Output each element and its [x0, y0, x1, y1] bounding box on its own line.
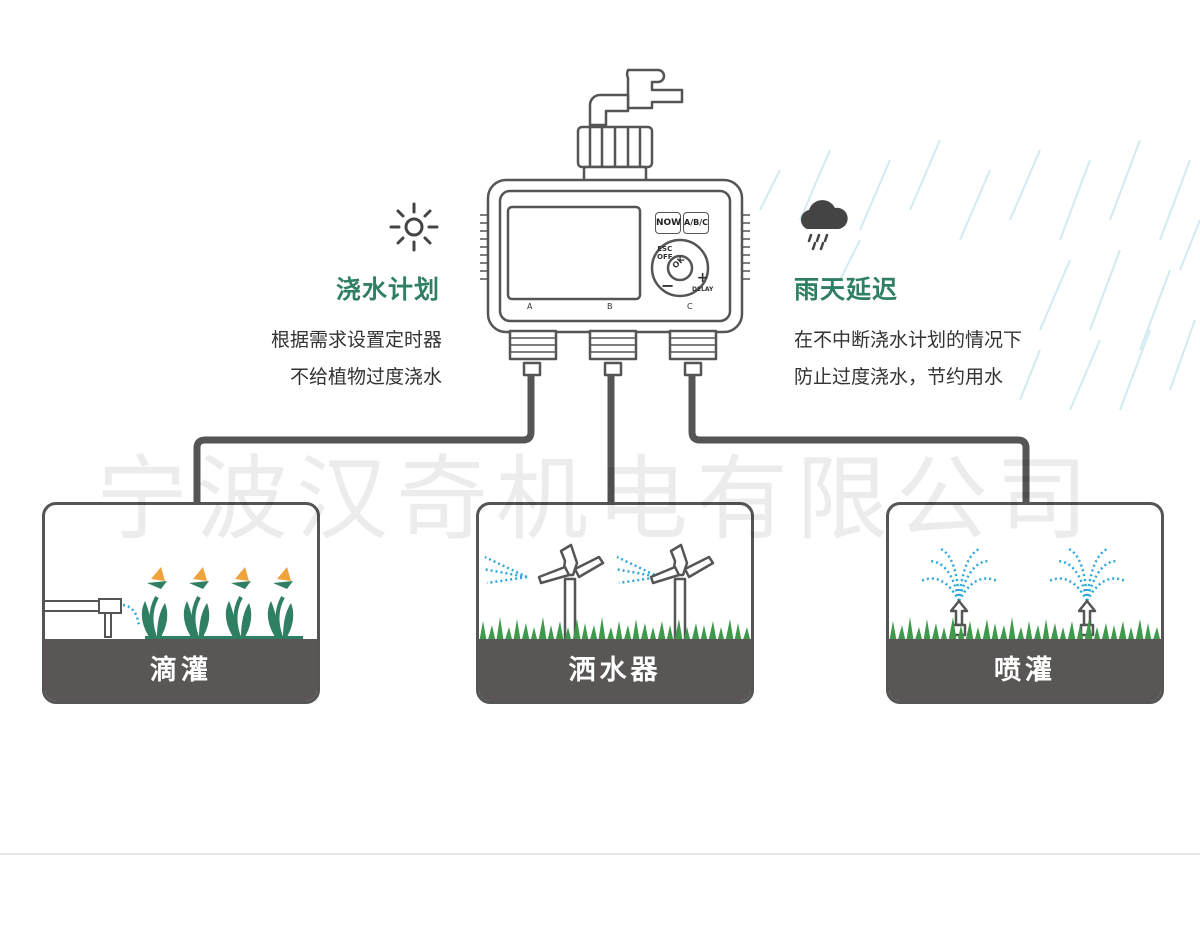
port-c-label: C — [687, 302, 693, 311]
bottom-divider — [0, 853, 1200, 855]
port-a-label: A — [527, 302, 533, 311]
plus-delay-button[interactable]: + DELAY — [692, 270, 714, 296]
panel-label: 滴灌 — [150, 655, 212, 686]
sprinkler-panel: 洒水器 — [476, 502, 754, 704]
right-feature-line: 在不中断浇水计划的情况下 — [794, 329, 1023, 351]
left-feature-line: 不给植物过度浇水 — [289, 366, 442, 388]
drip-illustration — [45, 567, 303, 639]
panel-label: 喷灌 — [994, 655, 1056, 686]
left-feature-title: 浇水计划 — [335, 275, 440, 304]
rain-cloud-icon — [800, 200, 848, 251]
right-feature-description: 在不中断浇水计划的情况下 防止过度浇水，节约用水 — [794, 322, 1094, 396]
flower-row — [141, 567, 303, 639]
ground-bar — [479, 639, 751, 701]
company-watermark: 宁波汉奇机电有限公司 — [96, 446, 1097, 553]
ground-bar — [45, 639, 317, 701]
minus-button[interactable]: − — [661, 276, 675, 295]
sun-icon — [389, 202, 439, 252]
right-feature-title: 雨天延迟 — [794, 275, 899, 304]
left-feature-description: 根据需求设置定时器 不给植物过度浇水 — [200, 322, 442, 396]
flower-icon — [183, 567, 210, 638]
off-label: OFF — [657, 253, 673, 261]
ground-bar — [889, 639, 1161, 701]
panel-label: 洒水器 — [568, 655, 662, 686]
flower-icon — [267, 567, 294, 638]
flower-icon — [141, 567, 168, 638]
water-timer-device — [480, 68, 750, 377]
spray-irrigation-panel: 喷灌 — [886, 502, 1164, 704]
plus-label: + — [696, 270, 709, 286]
drip-irrigation-panel: 滴灌 — [42, 502, 320, 704]
delay-label: DELAY — [692, 286, 714, 293]
now-button[interactable]: NOW — [655, 212, 681, 234]
flower-icon — [225, 567, 252, 638]
pipes — [193, 375, 1030, 503]
rain-background — [759, 140, 1200, 411]
esc-off-button[interactable]: ESC OFF — [657, 245, 673, 261]
abc-button[interactable]: A/B/C — [683, 212, 709, 234]
left-feature-line: 根据需求设置定时器 — [270, 329, 442, 351]
esc-label: ESC — [657, 245, 673, 253]
port-b-label: B — [607, 302, 613, 311]
right-feature-line: 防止过度浇水，节约用水 — [794, 366, 1004, 388]
